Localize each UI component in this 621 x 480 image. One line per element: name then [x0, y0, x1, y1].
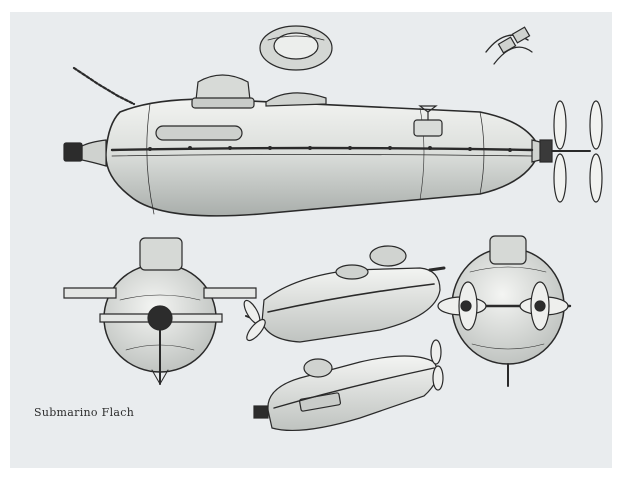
iso-view-bottom	[253, 339, 444, 432]
bracket-detail	[485, 26, 533, 65]
iso-view-top	[243, 245, 446, 343]
hatch-detail	[259, 25, 333, 71]
rear-view	[437, 235, 572, 387]
main-side-view	[63, 66, 603, 217]
caption-label: Submarino Flach	[34, 406, 135, 419]
front-view	[63, 237, 257, 386]
